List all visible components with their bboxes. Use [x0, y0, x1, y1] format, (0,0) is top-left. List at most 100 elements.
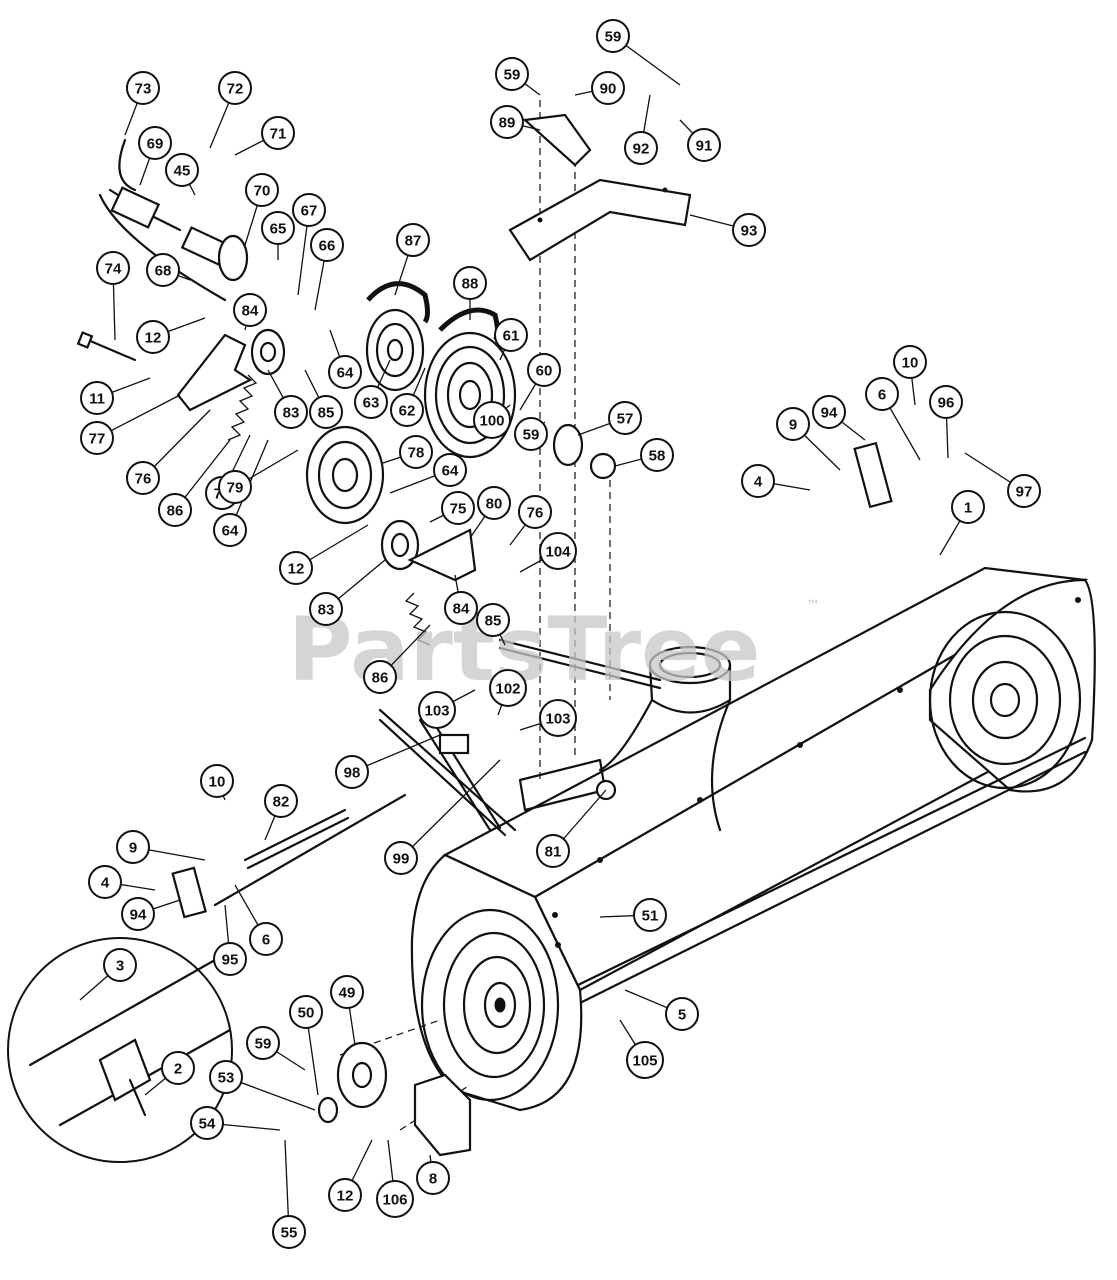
callout-number: 60 — [536, 363, 553, 380]
callout-circle — [514, 417, 548, 451]
callout-9: 9 — [776, 407, 810, 441]
callout-circle — [865, 377, 899, 411]
callout-100: 100 — [473, 401, 511, 439]
callout-12: 12 — [136, 320, 170, 354]
callout-circle — [272, 1215, 306, 1249]
callout-49: 49 — [330, 975, 364, 1009]
callout-90: 90 — [591, 71, 625, 105]
callout-54: 54 — [190, 1106, 224, 1140]
idler-arm-80 — [407, 528, 477, 582]
callout-number: 4 — [101, 875, 110, 892]
callout-circle — [608, 401, 642, 435]
callout-91: 91 — [687, 128, 721, 162]
callout-70: 70 — [245, 173, 279, 207]
callout-number: 66 — [319, 238, 336, 255]
callout-circle — [289, 995, 323, 1029]
callout-circle — [518, 495, 552, 529]
callout-leader-99 — [400, 759, 501, 859]
callout-69: 69 — [138, 126, 172, 160]
callout-circle — [161, 1051, 195, 1085]
callout-number: 64 — [337, 365, 354, 382]
callout-circle — [88, 865, 122, 899]
callout-number: 2 — [174, 1061, 182, 1078]
hinge-94-right — [853, 441, 893, 509]
callout-circle — [126, 71, 160, 105]
tie-rod — [498, 638, 662, 682]
callout-59: 59 — [596, 19, 630, 53]
callout-85: 85 — [309, 395, 343, 429]
callout-number: 10 — [209, 774, 226, 791]
callout-number: 80 — [486, 496, 503, 513]
callout-circle — [335, 755, 369, 789]
callout-circle — [951, 490, 985, 524]
callout-circle — [80, 421, 114, 455]
callout-61: 61 — [494, 318, 528, 352]
callout-number: 104 — [545, 544, 571, 561]
callout-60: 60 — [527, 353, 561, 387]
callout-1: 1 — [951, 490, 985, 524]
callout-88: 88 — [453, 266, 487, 300]
callout-circle — [363, 660, 397, 694]
callout-number: 91 — [696, 138, 713, 155]
spring-86-upper — [227, 374, 258, 441]
callout-89: 89 — [490, 105, 524, 139]
callout-circle — [476, 603, 510, 637]
callout-10: 10 — [893, 345, 927, 379]
callout-number: 12 — [337, 1188, 354, 1205]
callout-circle — [536, 834, 570, 868]
callout-55: 55 — [272, 1215, 306, 1249]
bearing-58 — [589, 452, 617, 480]
callout-circle — [596, 19, 630, 53]
callout-4: 4 — [741, 464, 775, 498]
callout-104: 104 — [539, 532, 577, 570]
callout-50: 50 — [289, 995, 323, 1029]
callout-96: 96 — [929, 385, 963, 419]
callout-number: 70 — [254, 183, 271, 200]
callout-number: 59 — [255, 1036, 272, 1053]
callout-11: 11 — [80, 381, 114, 415]
callout-circle — [138, 126, 172, 160]
callout-83: 83 — [274, 395, 308, 429]
callout-circle — [96, 251, 130, 285]
callout-circle — [80, 381, 114, 415]
callout-80: 80 — [477, 486, 511, 520]
callout-number: 77 — [89, 431, 106, 448]
callout-77: 77 — [80, 421, 114, 455]
callout-95: 95 — [213, 942, 247, 976]
callout-circle — [633, 898, 667, 932]
callout-105: 105 — [626, 1041, 664, 1079]
callout-circle — [190, 1106, 224, 1140]
callout-65: 65 — [261, 211, 295, 245]
idler-83-upper — [250, 328, 286, 376]
idler-arm-77 — [176, 333, 253, 412]
callout-86: 86 — [363, 660, 397, 694]
callout-number: 4 — [754, 474, 763, 491]
callout-number: 103 — [545, 711, 570, 728]
idler-83-lower — [380, 519, 420, 571]
callout-number: 59 — [605, 29, 622, 46]
callout-circle — [165, 153, 199, 187]
callout-circle — [354, 385, 388, 419]
callout-number: 10 — [902, 355, 919, 372]
callout-number: 6 — [878, 387, 886, 404]
callout-circle — [539, 532, 577, 570]
pulley-78 — [305, 425, 385, 525]
callout-number: 69 — [147, 136, 164, 153]
callout-number: 86 — [167, 503, 184, 520]
callout-circle — [741, 464, 775, 498]
callout-64: 64 — [328, 355, 362, 389]
callout-72: 72 — [218, 71, 252, 105]
callout-circle — [441, 491, 475, 525]
callout-number: 83 — [318, 602, 335, 619]
callout-circle — [384, 841, 418, 875]
callout-circle — [264, 784, 298, 818]
callout-75: 75 — [441, 491, 475, 525]
callout-74: 74 — [96, 251, 130, 285]
callout-circle — [489, 669, 527, 707]
callout-number: 102 — [495, 681, 520, 698]
callout-83: 83 — [309, 592, 343, 626]
callout-circle — [490, 105, 524, 139]
callout-3: 3 — [103, 948, 137, 982]
callout-number: 90 — [600, 81, 617, 98]
